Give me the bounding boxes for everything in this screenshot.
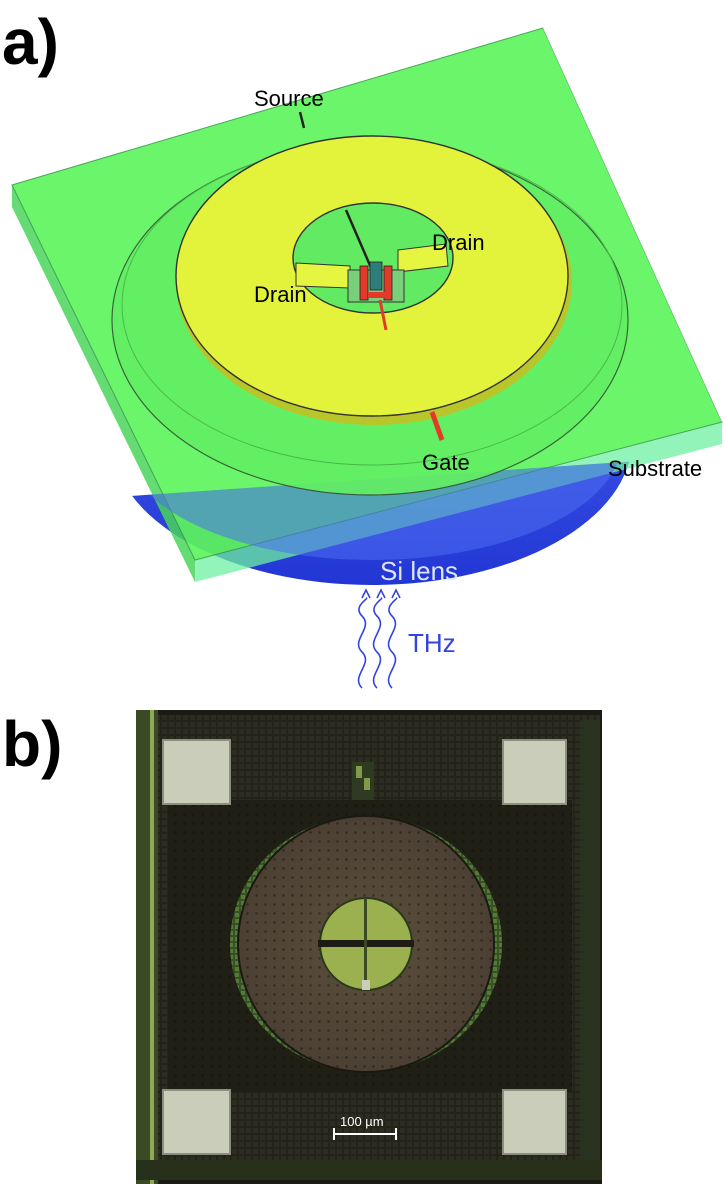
pad-top-right bbox=[502, 739, 567, 805]
scale-bar-label: 100 µm bbox=[340, 1114, 384, 1129]
gate-lead-inner bbox=[378, 299, 388, 331]
panel-label-a: a) bbox=[2, 6, 59, 78]
chip-micrograph: 100 µm bbox=[136, 710, 602, 1184]
drain-arms bbox=[295, 209, 449, 289]
drain-right-label: Drain bbox=[432, 230, 485, 255]
pad-top-left bbox=[162, 739, 231, 805]
bond-pads bbox=[162, 739, 567, 1155]
source-label: Source bbox=[254, 86, 324, 111]
pad-bottom-right bbox=[502, 1089, 567, 1155]
transistor bbox=[347, 261, 405, 303]
drain-left-label: Drain bbox=[254, 282, 307, 307]
panel-label-b: b) bbox=[2, 708, 63, 780]
pad-bottom-left bbox=[162, 1089, 231, 1155]
substrate-label: Substrate bbox=[608, 456, 702, 481]
thz-waves bbox=[357, 588, 401, 689]
source-lead bbox=[298, 111, 306, 129]
scale-bar: 100 µm bbox=[333, 1114, 397, 1140]
thz-label: THz bbox=[408, 628, 456, 658]
gate-lead-outer bbox=[429, 411, 445, 441]
gate-label: Gate bbox=[422, 450, 470, 475]
device-schematic: Source Drain Drain Gate Substrate Si len… bbox=[11, 27, 723, 689]
si-lens-label: Si lens bbox=[380, 556, 458, 586]
